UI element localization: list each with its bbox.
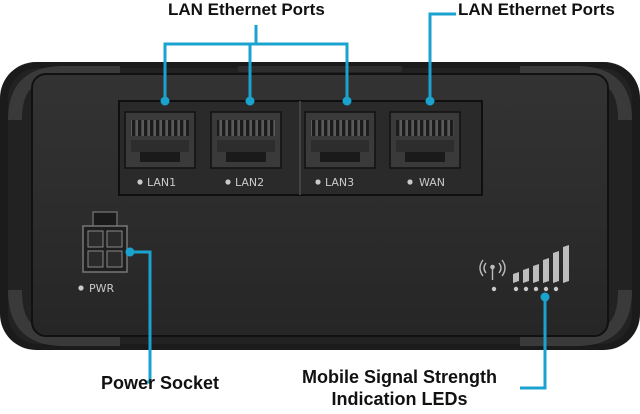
lan3-led — [315, 179, 321, 185]
signal-strength-leds — [479, 245, 569, 292]
lan1-led — [137, 179, 143, 185]
lan3-port — [304, 111, 376, 169]
power-callout-line — [130, 250, 152, 384]
signal-bar-icons — [513, 245, 569, 283]
lan2-label: LAN2 — [235, 176, 264, 189]
pwr-label: PWR — [89, 282, 115, 295]
lan2-port — [210, 111, 282, 169]
antenna-icon — [479, 259, 506, 280]
pwr-led — [78, 285, 84, 291]
wan-port-callout-label: LAN Ethernet Ports — [458, 0, 615, 19]
power-socket-callout-label: Power Socket — [101, 373, 220, 393]
signal-callout-line — [520, 297, 547, 390]
wan-port — [389, 111, 461, 169]
callout-lines — [130, 12, 547, 390]
signal-led-dots — [491, 286, 559, 292]
signal-leds-callout-label: Mobile Signal Strength Indication LEDs — [302, 366, 497, 410]
lan2-led — [225, 179, 231, 185]
lan1-port — [124, 111, 196, 169]
lan1-label: LAN1 — [147, 176, 176, 189]
port-labels: LAN1 LAN2 LAN3 WAN — [137, 176, 445, 189]
signal-callout-line2: Indication LEDs — [331, 389, 468, 409]
lan-ports-callout-label: LAN Ethernet Ports — [168, 0, 325, 19]
wan-label: WAN — [419, 176, 445, 189]
power-socket: PWR — [78, 211, 128, 295]
signal-callout-line1: Mobile Signal Strength — [302, 367, 498, 387]
callout-dots — [125, 96, 550, 302]
lan3-label: LAN3 — [325, 176, 354, 189]
wan-led — [407, 179, 413, 185]
wan-callout-line — [428, 12, 456, 101]
